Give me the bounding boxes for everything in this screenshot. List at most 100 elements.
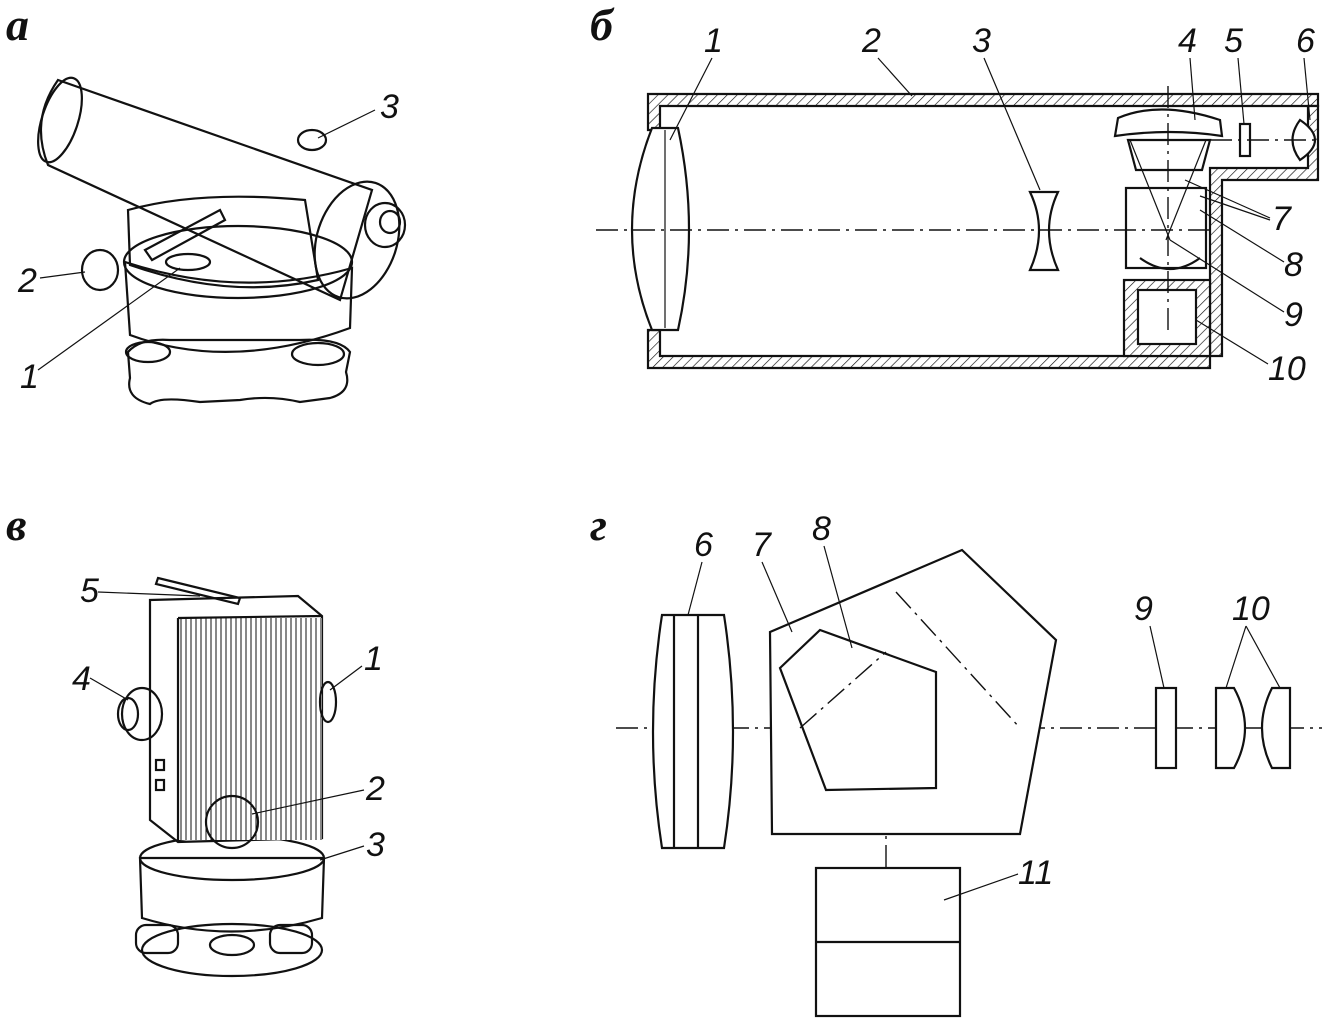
leader-g-10b [1245, 625, 1281, 689]
pentaprism-reflection [895, 591, 1021, 729]
panel-g-callouts: 6 7 8 9 10 11 [687, 510, 1281, 901]
callout-b-8: 8 [1284, 246, 1303, 284]
suspension-bottom [1139, 257, 1201, 270]
sight-bar [143, 208, 227, 262]
callout-a-3: 3 [380, 88, 399, 126]
knob-left-cap [116, 696, 140, 732]
suspension-top [1113, 108, 1224, 138]
leader-g-10a [1225, 625, 1247, 689]
callout-g-10: 10 [1232, 590, 1270, 628]
callout-b-2: 2 [861, 22, 881, 60]
leader-v-5 [97, 591, 201, 597]
leveling-screw-right [290, 341, 346, 367]
callout-g-9: 9 [1134, 590, 1153, 628]
leader-a-3 [317, 109, 376, 139]
callout-b-3: 3 [972, 22, 991, 60]
callout-b-6: 6 [1296, 22, 1315, 60]
leader-g-11 [943, 873, 1019, 901]
leader-b-7a [1184, 179, 1271, 219]
center-screw-v [208, 933, 256, 957]
leader-b-3 [983, 57, 1041, 191]
ray-1 [1129, 139, 1171, 241]
eyepiece-lens [378, 209, 402, 235]
leader-v-1 [329, 665, 363, 691]
callout-b-1: 1 [704, 22, 723, 60]
callout-v-4: 4 [72, 660, 91, 698]
leader-b-6 [1303, 57, 1311, 121]
compact-level-drawing [116, 576, 338, 978]
leader-b-10 [1195, 319, 1269, 365]
knob-right [318, 680, 338, 724]
panel-g-letter: г [590, 499, 607, 550]
tube-bottom-wall [646, 104, 1320, 370]
body-top-edge [177, 614, 323, 620]
callout-b-4: 4 [1178, 22, 1197, 60]
leader-g-7 [761, 561, 793, 633]
leader-g-6 [687, 561, 703, 616]
compensator-damper [1136, 288, 1198, 346]
leader-b-1 [669, 57, 713, 141]
plate-9 [1154, 686, 1178, 770]
callout-a-1: 1 [20, 358, 39, 396]
callout-v-3: 3 [366, 826, 385, 864]
callout-v-1: 1 [364, 640, 383, 678]
focusing-lens [1028, 190, 1060, 272]
focusing-knob [80, 248, 120, 292]
callout-a-2: 2 [17, 262, 37, 300]
panel-b-letter: б [590, 0, 615, 50]
leader-v-2 [251, 789, 365, 815]
panel-v-letter: в [6, 499, 27, 550]
side-mark-1 [154, 758, 166, 772]
panel-v-callouts: 5 1 4 2 3 [72, 572, 385, 864]
compensator-prism [1124, 186, 1208, 270]
base-drum [138, 856, 326, 933]
telescope-section [596, 86, 1320, 370]
focus-knob-v [204, 794, 260, 850]
ray-2 [1165, 139, 1207, 241]
prism-8 [778, 628, 938, 792]
leader-b-4 [1189, 57, 1196, 121]
leader-b-2 [877, 57, 913, 97]
callout-b-5: 5 [1224, 22, 1243, 60]
leader-b-9 [1169, 239, 1285, 313]
callout-b-9: 9 [1284, 296, 1303, 334]
leader-b-8 [1199, 209, 1285, 263]
eyepiece-housing [313, 180, 401, 300]
callout-b-10: 10 [1268, 350, 1306, 388]
leader-g-9 [1149, 625, 1165, 689]
leader-a-1 [37, 267, 181, 371]
body-front-face [178, 618, 322, 840]
side-mark-2 [154, 778, 166, 792]
upper-prism [1126, 138, 1212, 172]
sight-rod [154, 576, 242, 606]
callout-g-6: 6 [694, 526, 713, 564]
leader-v-3 [319, 845, 365, 861]
panel-g: г 6 7 [590, 499, 1322, 1018]
tube-top-wall [646, 92, 1320, 132]
level-instrument-drawing [37, 76, 407, 406]
top-knob [296, 128, 328, 152]
panel-a: а [6, 0, 407, 406]
callout-v-2: 2 [365, 770, 385, 808]
callout-b-7: 7 [1272, 200, 1292, 238]
lens-10b [1260, 686, 1292, 770]
eyepiece-ring [363, 201, 407, 249]
leader-b-5 [1237, 57, 1245, 125]
panel-v: в [6, 499, 385, 978]
leader-g-8 [823, 545, 853, 649]
lens-10a [1214, 686, 1247, 770]
panel-b: б [590, 0, 1320, 388]
leader-a-2 [39, 271, 86, 279]
panel-a-letter: а [6, 0, 29, 50]
telescope-tube [39, 78, 374, 302]
leader-v-4 [89, 677, 129, 701]
panel-a-callouts: 3 2 1 [17, 88, 399, 396]
lens-6 [651, 613, 735, 850]
objective-end [37, 76, 83, 164]
optical-scheme [616, 548, 1322, 1018]
leader-b-7b [1199, 195, 1271, 221]
panel-b-callouts: 1 2 3 4 5 6 7 8 9 10 [669, 22, 1315, 388]
base-cylinder [123, 260, 354, 353]
